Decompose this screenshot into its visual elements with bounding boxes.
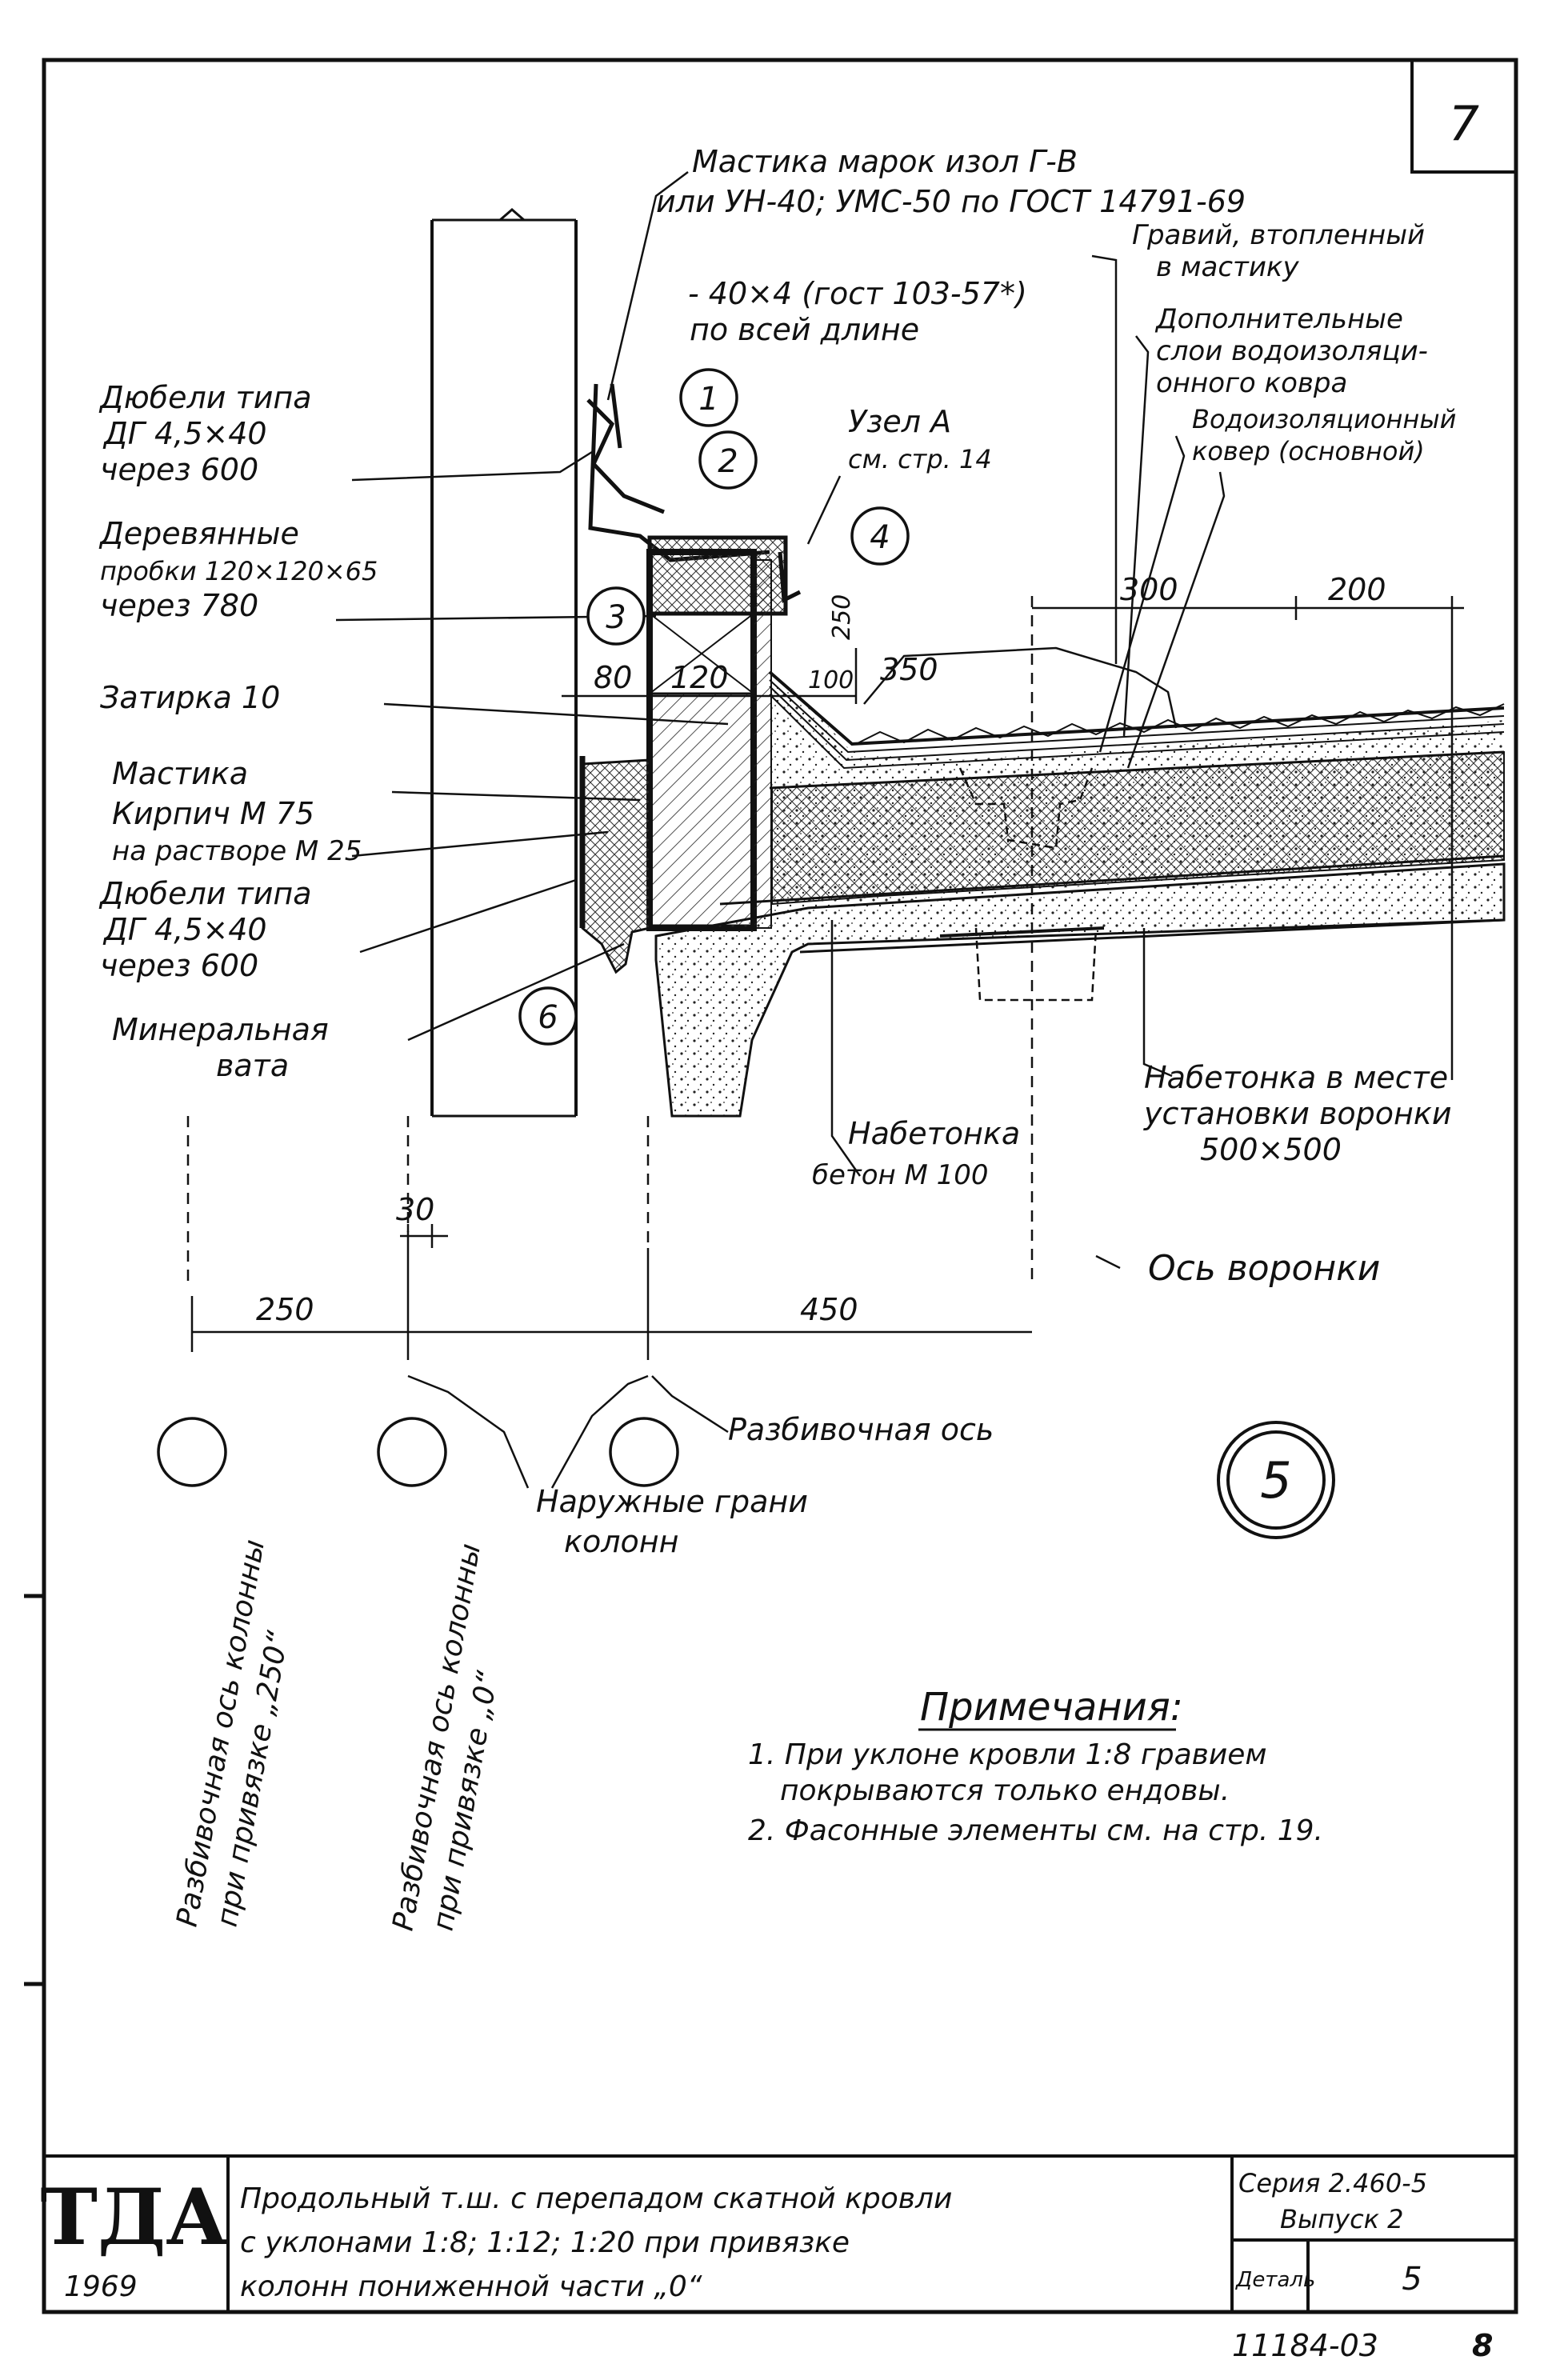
callout-6: 6: [518, 986, 578, 1046]
label-main-carpet-2: ковер (основной): [1192, 436, 1425, 466]
svg-text:3: 3: [606, 599, 626, 636]
detail-marker: 5: [1217, 1421, 1335, 1539]
dimension-lines: [186, 596, 1464, 1360]
label-plaster: Затирка 10: [100, 680, 280, 715]
label-mineral-wool: Минеральная: [112, 1012, 329, 1047]
page-number: 7: [1449, 96, 1479, 152]
label-extra-layers-3: онного ковра: [1156, 367, 1347, 399]
dim-300: 300: [1120, 572, 1178, 607]
title-year: 1969: [64, 2270, 138, 2303]
callout-2: 2: [698, 430, 758, 490]
axis-circles: [157, 1417, 679, 1487]
label-wood-plugs-2: пробки 120×120×65: [100, 556, 378, 586]
label-funnel-fill-2: установки воронки: [1143, 1096, 1452, 1131]
dim-350: 350: [880, 652, 938, 687]
label-mineral-wool-2: вата: [216, 1048, 289, 1083]
title-block: [44, 2154, 1516, 2312]
svg-text:6: 6: [538, 999, 558, 1036]
title-line-3: колонн пониженной части „0“: [240, 2270, 702, 2303]
label-extra-layers: Дополнительные: [1154, 303, 1403, 335]
dim-80: 80: [594, 660, 632, 695]
doc-number: 11184-03: [1232, 2328, 1378, 2363]
notes: Примечания: 1. При уклоне кровли 1:8 гра…: [748, 1685, 1323, 1847]
leader-lines: [335, 171, 1226, 1489]
upper-wall: [430, 208, 578, 1118]
label-node-a: Узел А: [848, 404, 951, 439]
detail-value: 5: [1402, 2261, 1422, 2298]
label-gravel: Гравий, втопленный: [1132, 219, 1425, 251]
dim-250: 250: [256, 1292, 314, 1327]
label-outer-faces-2: колонн: [564, 1524, 678, 1559]
label-gravel-2: в мастику: [1156, 251, 1299, 283]
notes-item-2: 2. Фасонные элементы см. на стр. 19.: [748, 1814, 1323, 1847]
axis-circle-250: [157, 1417, 227, 1487]
label-strip-2: по всей длине: [690, 312, 919, 347]
label-brick: Кирпич М 75: [112, 796, 314, 831]
dim-200: 200: [1328, 572, 1386, 607]
roof-layers: [719, 646, 1505, 912]
label-mastic-brands: Мастика марок изол Г-В: [692, 144, 1078, 179]
label-funnel-fill-3: 500×500: [1200, 1132, 1342, 1167]
dim-450: 450: [800, 1292, 858, 1327]
label-mastic: Мастика: [112, 756, 248, 791]
callout-4: 4: [850, 506, 910, 566]
label-dowels-top-3: через 600: [100, 452, 258, 487]
svg-text:1: 1: [698, 381, 718, 418]
notes-item-1a: 1. При уклоне кровли 1:8 гравием: [748, 1738, 1267, 1771]
label-node-a-2: см. стр. 14: [848, 444, 992, 474]
label-funnel-axis: Ось воронки: [1148, 1248, 1380, 1289]
label-strip: - 40×4 (гост 103-57*): [688, 276, 1027, 311]
parapet: [646, 535, 802, 931]
detail-number: 5: [1260, 1451, 1291, 1510]
sheet-number: 8: [1472, 2328, 1493, 2363]
logo: ТДА: [41, 2172, 229, 2262]
label-funnel-fill: Набетонка в месте: [1144, 1060, 1448, 1095]
svg-text:4: 4: [870, 519, 890, 556]
notes-title: Примечания:: [920, 1685, 1183, 1730]
label-dowels-bottom-3: через 600: [100, 948, 258, 983]
label-wood-plugs: Деревянные: [98, 516, 299, 551]
dim-120: 120: [670, 660, 729, 695]
callout-3: 3: [586, 586, 646, 646]
label-main-carpet: Водоизоляционный: [1192, 404, 1456, 434]
label-dowels-top: Дюбели типа: [98, 380, 312, 415]
callout-circles: 1 2 3 4 6: [518, 368, 910, 1046]
dim-30: 30: [396, 1192, 434, 1227]
label-dowels-top-2: ДГ 4,5×40: [102, 416, 267, 451]
label-layout-axis: Разбивочная ось: [728, 1412, 994, 1447]
title-line-2: с уклонами 1:8; 1:12; 1:20 при привязке: [240, 2226, 850, 2259]
label-mastic-brands-2: или УН-40; УМС-50 по ГОСТ 14791-69: [656, 184, 1246, 219]
dim-100: 100: [808, 666, 854, 694]
page-number-box: 7: [1410, 58, 1518, 174]
dim-250-vertical: 250: [828, 594, 856, 640]
label-concrete-fill: Набетонка: [848, 1116, 1020, 1151]
issue: Выпуск 2: [1280, 2204, 1404, 2234]
axis-circle-layout: [609, 1417, 679, 1487]
sheet-frame: [42, 58, 1518, 2314]
label-dowels-bottom: Дюбели типа: [98, 876, 312, 911]
title-line-1: Продольный т.ш. с перепадом скатной кров…: [240, 2182, 952, 2215]
callout-1: 1: [679, 368, 738, 427]
svg-text:2: 2: [718, 443, 738, 480]
label-extra-layers-2: слои водоизоляци-: [1156, 335, 1428, 367]
label-wood-plugs-3: через 780: [100, 588, 258, 623]
notes-item-1b: покрываются только ендовы.: [780, 1774, 1230, 1807]
detail-label: Деталь: [1235, 2268, 1315, 2292]
label-brick-2: на растворе М 25: [112, 835, 362, 867]
label-dowels-bottom-2: ДГ 4,5×40: [102, 912, 267, 947]
series: Серия 2.460-5: [1238, 2168, 1427, 2198]
roof-slab: [654, 862, 1506, 1118]
brick-infill: [579, 756, 651, 974]
label-concrete-fill-2: бетон М 100: [812, 1159, 989, 1191]
label-outer-faces: Наружные грани: [536, 1484, 808, 1519]
axis-circle-0: [377, 1417, 447, 1487]
